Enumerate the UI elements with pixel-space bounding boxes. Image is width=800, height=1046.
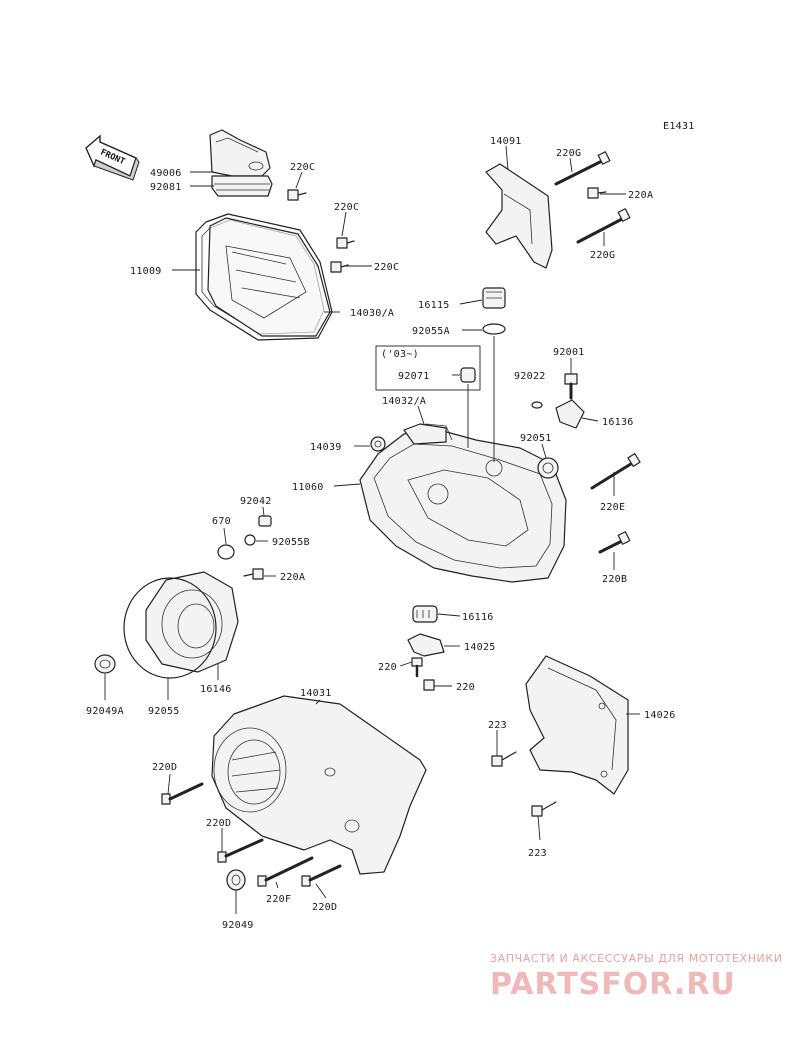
bolt-220g-2 <box>576 208 631 244</box>
label-14091: 14091 <box>490 136 522 147</box>
part-92022-washer <box>531 401 543 409</box>
part-14026-plate <box>525 655 629 795</box>
bolt-220c-1 <box>287 189 307 201</box>
label-16146: 16146 <box>200 684 232 695</box>
part-14039-plug <box>370 436 386 452</box>
label-220c-1: 220C <box>290 162 315 173</box>
label-16116: 16116 <box>462 612 494 623</box>
label-220d-2: 220D <box>206 818 231 829</box>
callout-labels: 49006 92081 220C 220C 220C 11009 14030/A… <box>86 136 676 931</box>
label-220a-1: 220A <box>628 190 653 201</box>
part-16136 <box>555 399 585 429</box>
part-92055b-ring <box>244 534 256 546</box>
label-220f: 220F <box>266 894 291 905</box>
label-14026: 14026 <box>644 710 676 721</box>
label-11060: 11060 <box>292 482 324 493</box>
part-14031-outer-cover <box>211 695 427 875</box>
label-14030a: 14030/A <box>350 308 394 319</box>
part-16116-bearing <box>412 605 438 623</box>
bolt-220d-1 <box>161 782 204 805</box>
part-14025-bracket <box>407 633 445 657</box>
label-92055a: 92055A <box>412 326 450 337</box>
watermark-tagline: ЗАПЧАСТИ И АКСЕССУАРЫ ДЛЯ МОТОТЕХНИКИ <box>490 952 783 965</box>
part-92081-seal <box>211 175 273 197</box>
label-220b: 220B <box>602 574 627 585</box>
bolt-223-2 <box>531 801 557 817</box>
label-92055b: 92055B <box>272 537 310 548</box>
bolt-220d-3 <box>301 864 342 887</box>
part-92049a-seal <box>94 654 116 674</box>
bolt-92001 <box>564 373 578 400</box>
diagram-code: E1431 <box>663 121 695 132</box>
part-16115-cap <box>482 287 506 309</box>
label-223-1: 223 <box>488 720 507 731</box>
label-14025: 14025 <box>464 642 496 653</box>
bolt-220f <box>257 856 314 887</box>
bolt-220c-2 <box>336 237 355 249</box>
label-220d-3: 220D <box>312 902 337 913</box>
part-49006-duct <box>209 129 271 177</box>
part-92042-dowel <box>258 515 272 527</box>
part-14091-bracket <box>485 163 553 269</box>
label-220a-2: 220A <box>280 572 305 583</box>
bolt-220a-2 <box>243 568 264 580</box>
label-92001: 92001 <box>553 347 585 358</box>
label-92081: 92081 <box>150 182 182 193</box>
front-arrow-icon: FRONT <box>85 134 140 181</box>
part-92051-seal <box>537 457 559 479</box>
label-14031: 14031 <box>300 688 332 699</box>
part-670-ring <box>217 544 235 560</box>
bolt-220c-3 <box>330 261 349 273</box>
label-92051: 92051 <box>520 433 552 444</box>
label-220c-3: 220C <box>374 262 399 273</box>
label-92049a: 92049A <box>86 706 124 717</box>
watermark: ЗАПЧАСТИ И АКСЕССУАРЫ ДЛЯ МОТОТЕХНИКИ PA… <box>490 952 783 1002</box>
label-16115: 16115 <box>418 300 450 311</box>
part-92071-grommet <box>460 367 476 383</box>
part-92055a-oring <box>482 323 506 335</box>
label-670: 670 <box>212 516 231 527</box>
part-92055-ring <box>123 577 217 679</box>
label-220g-1: 220G <box>556 148 581 159</box>
part-14030a-cover <box>207 217 331 337</box>
label-220e: 220E <box>600 502 625 513</box>
label-92022: 92022 <box>514 371 546 382</box>
label-14032a: 14032/A <box>382 396 426 407</box>
bolt-220a-1 <box>587 187 607 199</box>
leader-lines <box>104 145 640 914</box>
part-16146-housing <box>145 571 239 673</box>
part-92049-seal <box>226 869 246 891</box>
bolt-220d-2 <box>217 838 264 863</box>
label-92071: 92071 <box>398 371 430 382</box>
bolt-220-2 <box>423 679 435 691</box>
label-220c-2: 220C <box>334 202 359 213</box>
label-11009: 11009 <box>130 266 162 277</box>
label-49006: 49006 <box>150 168 182 179</box>
part-11060-case <box>359 423 567 583</box>
label-92055: 92055 <box>148 706 180 717</box>
label-92049: 92049 <box>222 920 254 931</box>
watermark-brand: PARTSFOR.RU <box>490 967 736 1002</box>
version-note: ('03~) <box>381 349 419 360</box>
bolt-220b <box>598 531 631 554</box>
bolt-220e <box>590 453 641 490</box>
label-16136: 16136 <box>602 417 634 428</box>
version-box <box>375 345 481 391</box>
part-14032a-cap <box>403 423 447 445</box>
label-92042: 92042 <box>240 496 272 507</box>
label-14039: 14039 <box>310 442 342 453</box>
bolt-223-1 <box>491 751 517 767</box>
label-220-2: 220 <box>456 682 475 693</box>
label-220g-2: 220G <box>590 250 615 261</box>
bolt-220-1 <box>411 657 423 678</box>
bolt-220g-1 <box>554 151 611 186</box>
label-220d-1: 220D <box>152 762 177 773</box>
label-220-1: 220 <box>378 662 397 673</box>
label-223-2: 223 <box>528 848 547 859</box>
